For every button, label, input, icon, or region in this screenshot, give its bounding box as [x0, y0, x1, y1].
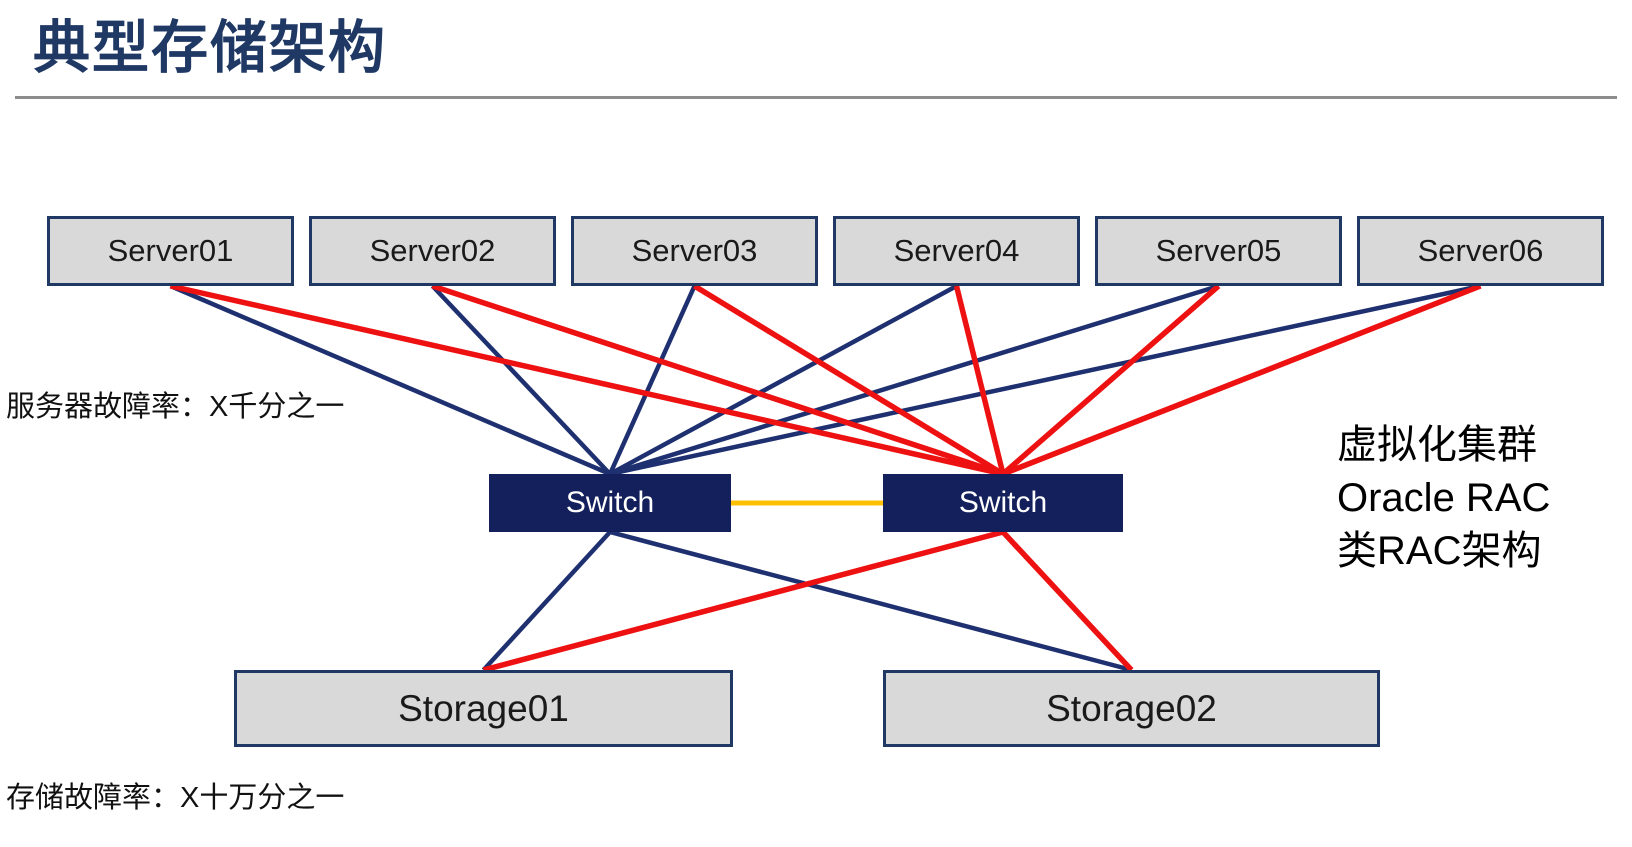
connection-server-2-to-switch-1 [430, 284, 612, 476]
server-3-label: Server03 [631, 233, 758, 268]
server-5-box: Server05 [1095, 216, 1342, 286]
server-1-label: Server01 [107, 233, 234, 268]
server-4-box: Server04 [833, 216, 1080, 286]
switch-1-label: Switch [565, 486, 655, 519]
connection-switch-1-to-storage-1 [481, 530, 612, 672]
architecture-note-line-1: 虚拟化集群 [1337, 423, 1537, 467]
page-title: 典型存储架构 [33, 16, 387, 80]
connection-server-4-to-switch-2 [953, 285, 1006, 475]
server-6-label: Server06 [1417, 233, 1544, 268]
switch-1-box: Switch [489, 474, 731, 532]
server-failure-rate-label: 服务器故障率：X千分之一 [6, 391, 345, 423]
title-divider [15, 96, 1617, 99]
storage-1-box: Storage01 [234, 670, 733, 747]
connection-server-5-to-switch-1 [609, 283, 1220, 477]
connection-server-2-to-switch-2 [431, 283, 1004, 477]
connection-switch-1-to-storage-2 [609, 529, 1133, 673]
switch-2-box: Switch [883, 474, 1123, 532]
connection-server-6-to-switch-1 [609, 283, 1481, 477]
server-6-box: Server06 [1357, 216, 1604, 286]
connection-server-6-to-switch-2 [1001, 283, 1482, 477]
connection-server-4-to-switch-1 [608, 284, 958, 476]
connection-server-1-to-switch-1 [169, 283, 611, 477]
connection-server-5-to-switch-2 [1001, 283, 1221, 477]
connection-server-1-to-switch-2 [169, 283, 1004, 477]
architecture-note-line-3: 类RAC架构 [1337, 529, 1542, 573]
server-2-label: Server02 [369, 233, 496, 268]
connection-server-3-to-switch-2 [693, 283, 1005, 477]
storage-2-box: Storage02 [883, 670, 1380, 747]
architecture-note: 虚拟化集群 Oracle RAC 类RAC架构 [1337, 419, 1550, 578]
connection-switch-2-to-storage-2 [1000, 530, 1134, 672]
storage-2-label: Storage02 [1046, 687, 1217, 729]
server-5-label: Server05 [1155, 233, 1282, 268]
server-2-box: Server02 [309, 216, 556, 286]
architecture-note-line-2: Oracle RAC [1337, 476, 1551, 520]
server-3-box: Server03 [571, 216, 818, 286]
connection-server-3-to-switch-1 [607, 285, 697, 475]
storage-1-label: Storage01 [398, 687, 569, 729]
storage-failure-rate-label: 存储故障率：X十万分之一 [6, 782, 345, 814]
server-1-box: Server01 [47, 216, 294, 286]
server-4-label: Server04 [893, 233, 1020, 268]
connection-switch-2-to-storage-1 [482, 529, 1004, 673]
switch-2-label: Switch [958, 486, 1048, 519]
